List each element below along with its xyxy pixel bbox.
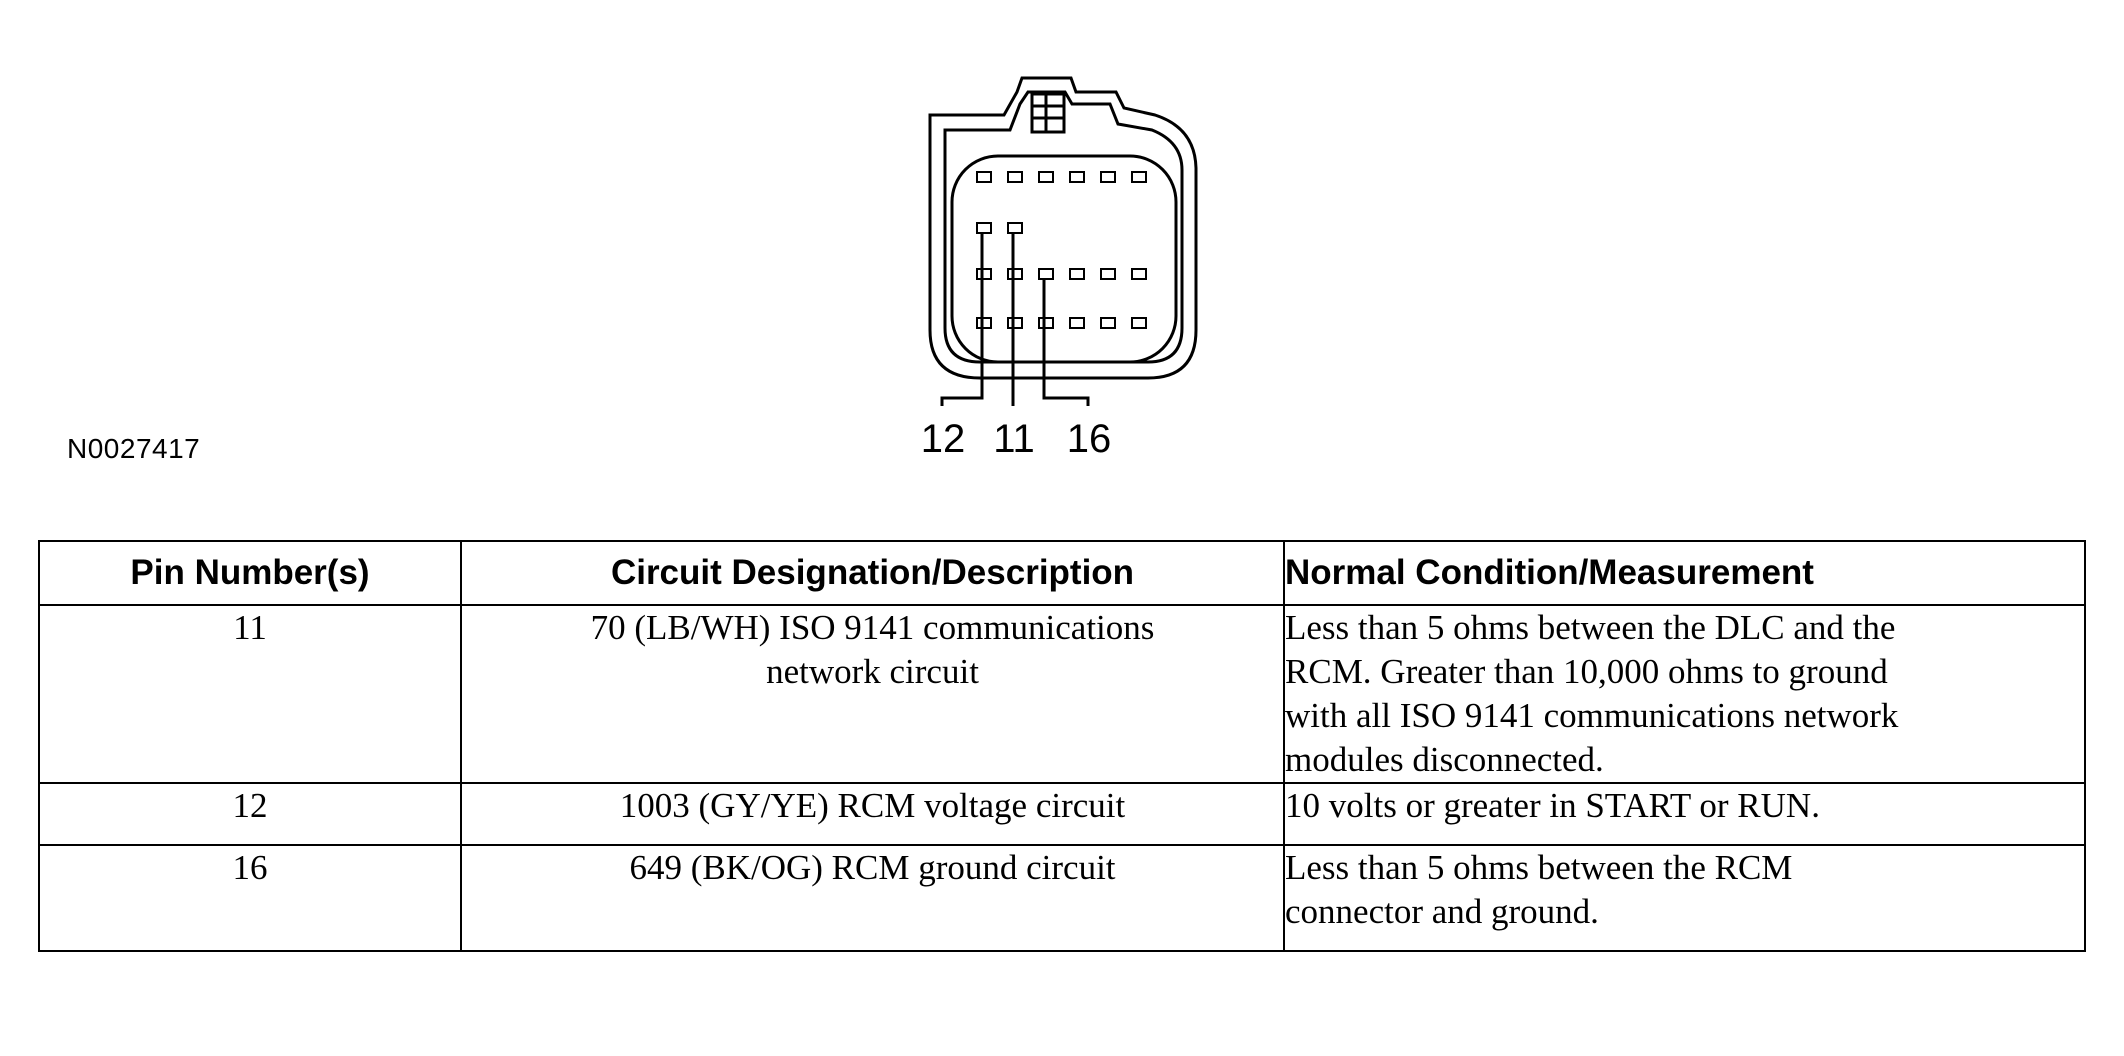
cell-circuit: 1003 (GY/YE) RCM voltage circuit <box>460 782 1285 846</box>
cell-text-line: 70 (LB/WH) ISO 9141 communications <box>590 608 1155 647</box>
cell-pin: 11 <box>38 604 462 784</box>
callout-leader-pin-12 <box>940 233 984 406</box>
table-header-row: Pin Number(s) Circuit Designation/Descri… <box>38 540 2086 606</box>
cell-text-line: Less than 5 ohms between the RCM <box>1285 848 1793 887</box>
pin-chart-table: Pin Number(s) Circuit Designation/Descri… <box>38 540 2086 952</box>
pin-terminals <box>976 171 1147 329</box>
cell-text-line: 649 (BK/OG) RCM ground circuit <box>629 848 1116 887</box>
connector-housing-outer <box>928 76 1198 380</box>
connector-diagram: 12 11 16 <box>921 76 1198 461</box>
table-row: 16 649 (BK/OG) RCM ground circuit Less t… <box>38 844 2086 952</box>
cell-text-line: network circuit <box>766 652 979 691</box>
table-row: 11 70 (LB/WH) ISO 9141 communications ne… <box>38 604 2086 784</box>
cell-measurement: Less than 5 ohms between the RCM connect… <box>1283 844 2086 952</box>
header-normal-condition: Normal Condition/Measurement <box>1283 540 2086 606</box>
cell-text-line: 10 volts or greater in START or RUN. <box>1285 786 1820 825</box>
cell-pin: 16 <box>38 844 462 952</box>
callout-label-pin-16: 16 <box>1067 417 1112 461</box>
connector-latch <box>1030 92 1066 134</box>
cell-circuit: 649 (BK/OG) RCM ground circuit <box>460 844 1285 952</box>
header-circuit-description: Circuit Designation/Description <box>460 540 1285 606</box>
header-pin-numbers: Pin Number(s) <box>38 540 462 606</box>
cell-text-line: Less than 5 ohms between the DLC and the <box>1285 608 1896 647</box>
connector-housing-inner <box>943 90 1184 364</box>
cell-text-line: connector and ground. <box>1285 892 1599 931</box>
cell-text-line: RCM. Greater than 10,000 ohms to ground <box>1285 652 1888 691</box>
cell-text-line: modules disconnected. <box>1285 740 1604 779</box>
cell-circuit: 70 (LB/WH) ISO 9141 communications netwo… <box>460 604 1285 784</box>
cell-measurement: Less than 5 ohms between the DLC and the… <box>1283 604 2086 784</box>
callout-label-pin-11: 11 <box>993 417 1035 461</box>
cell-text-line: 1003 (GY/YE) RCM voltage circuit <box>619 786 1126 825</box>
cell-measurement: 10 volts or greater in START or RUN. <box>1283 782 2086 846</box>
figure-id-label: N0027417 <box>67 433 201 464</box>
callout-label-pin-12: 12 <box>921 417 966 461</box>
table-row: 12 1003 (GY/YE) RCM voltage circuit 10 v… <box>38 782 2086 846</box>
connector-cavity-face <box>950 154 1178 364</box>
callout-leader-pin-16 <box>1042 279 1090 406</box>
cell-text-line: with all ISO 9141 communications network <box>1285 696 1899 735</box>
cell-pin: 12 <box>38 782 462 846</box>
